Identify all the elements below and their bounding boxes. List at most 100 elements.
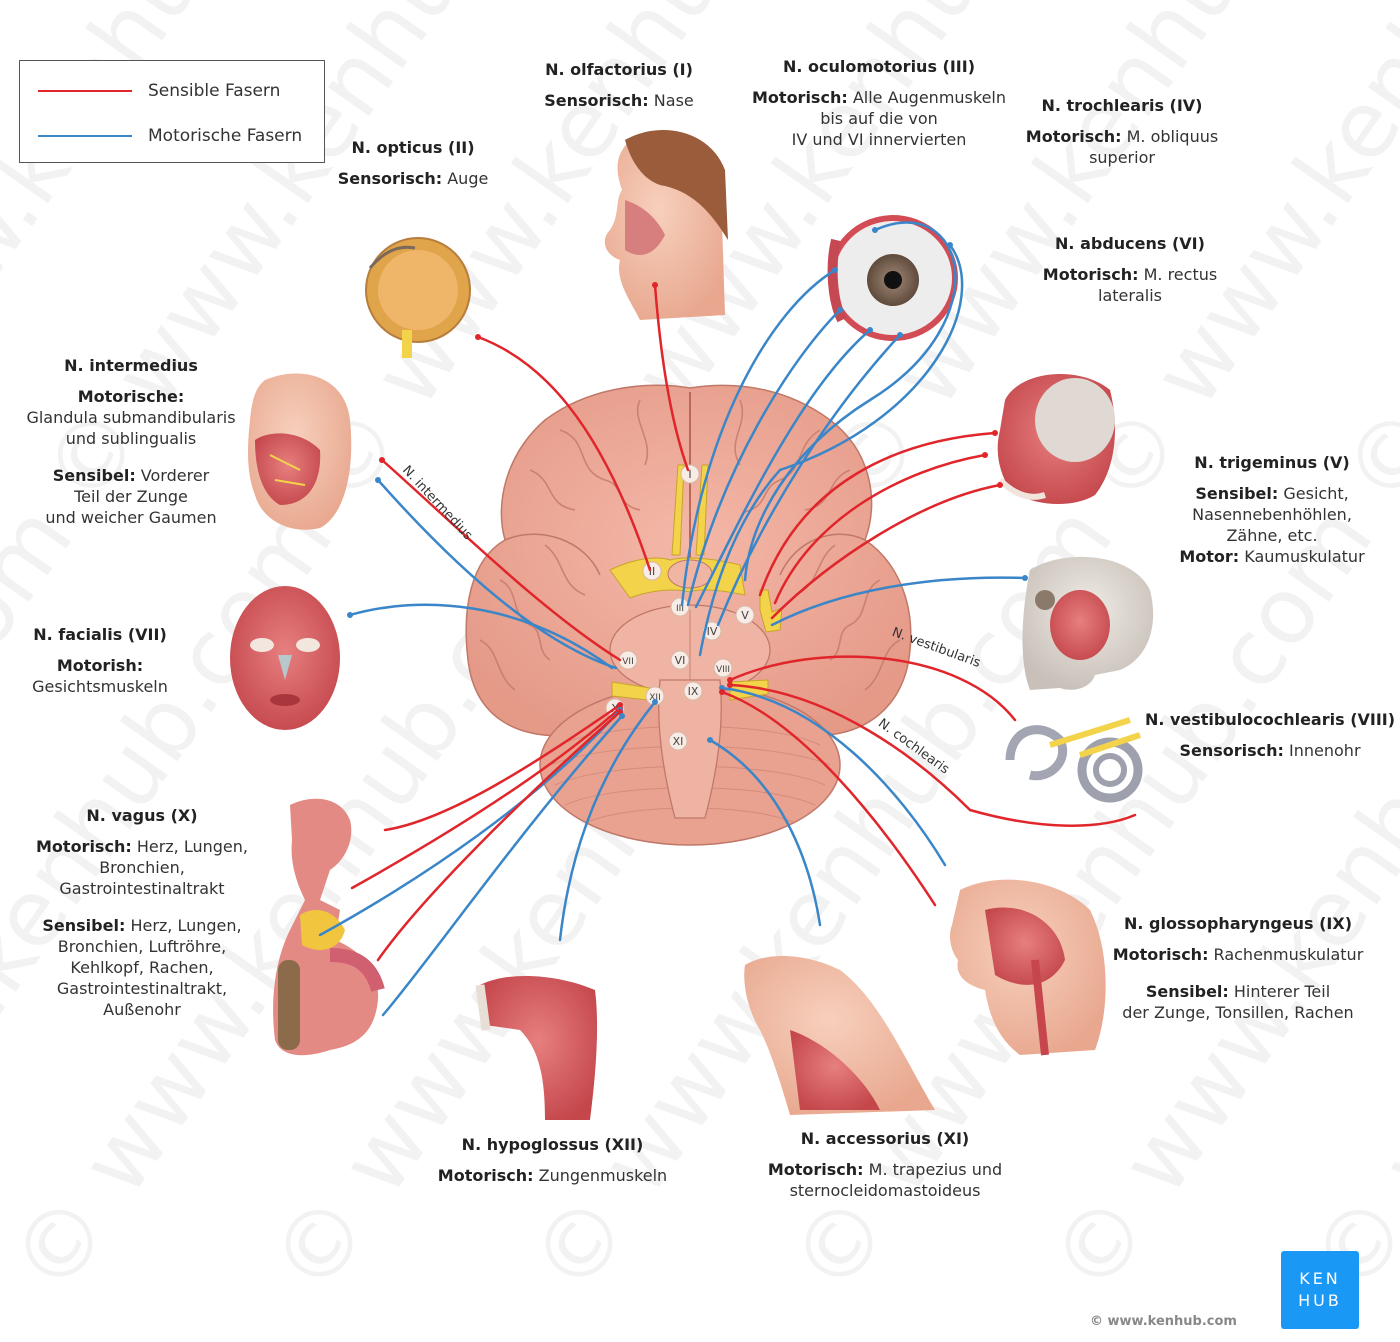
roman-marker-VI: VI [670, 650, 690, 670]
legend-label-sensory: Sensible Fasern [148, 81, 281, 101]
description-line: Bronchien, [99, 858, 185, 877]
illustration-vagus-organs [273, 798, 385, 1056]
fibre-end-dot [982, 452, 988, 458]
illustration-face-dissection [247, 373, 352, 530]
svg-text:I: I [688, 468, 691, 481]
illustration-inner-ear [1005, 717, 1143, 803]
description-line: Sensorisch: Nase [544, 91, 694, 110]
fibre-type-label: Sensibel: [1195, 484, 1279, 503]
nerve-title: N. glossopharyngeus (IX) [1123, 914, 1353, 933]
fibre-vagus-sensory-3 [376, 710, 622, 962]
illustration-skull [1022, 556, 1154, 690]
description-line: Motorisch: Rachenmuskulatur [1112, 945, 1364, 964]
nerve-title: N. hypoglossus (XII) [461, 1135, 644, 1154]
fibre-end-dot [992, 430, 998, 436]
description-line: Zähne, etc. [1226, 526, 1318, 545]
description-line: Sensibel: Gesicht, [1195, 484, 1349, 503]
svg-text:VII: VII [622, 657, 633, 667]
fibre-trigeminus-motor [770, 576, 1027, 627]
fibre-hypoglossus [558, 700, 657, 942]
fibre-opticus [476, 335, 652, 572]
description-line: Glandula submandibularis [26, 408, 236, 427]
illustration-head-nasal-cavity [604, 130, 728, 320]
logo-line-2: HUB [1298, 1291, 1342, 1310]
description-line: superior [1089, 148, 1155, 167]
fibre-type-label: Motorisch: [1025, 127, 1122, 146]
nerve-description: Motorisch: Rachenmuskulatur [1090, 944, 1386, 965]
illustration-pharynx [950, 879, 1106, 1056]
label-olfactorius: N. olfactorius (I) Sensorisch: Nase [519, 59, 719, 111]
fibre-oculomotorius-3 [694, 328, 872, 609]
roman-marker-VIII: VIII [713, 658, 733, 678]
description-line: Gastrointestinaltrakt, [56, 979, 228, 998]
description-line: Außenohr [103, 1000, 181, 1019]
legend-item-motor: Motorische Fasern [38, 126, 302, 146]
description-line: Gastrointestinaltrakt [59, 879, 225, 898]
fibre-end-dot [375, 477, 381, 483]
fibre-cochlearis [728, 683, 1137, 827]
description-line: bis auf die von [820, 109, 938, 128]
description-line: und sublingualis [65, 429, 197, 448]
fibre-olfactorius [653, 283, 690, 472]
fibre-type-label: Motorisch: [752, 88, 848, 107]
description-line: Motorish: [0, 655, 200, 676]
fibre-end-dot [837, 307, 843, 313]
roman-marker-V: V [735, 605, 755, 625]
description-line: Nasennebenhöhlen, [1192, 505, 1352, 524]
nerve-title: N. vagus (X) [86, 806, 198, 825]
fibre-type-label: Motorische: [77, 387, 185, 406]
kenhub-logo: KEN HUB [1281, 1251, 1359, 1329]
fibre-end-dot [832, 267, 838, 273]
legend-swatch-motor [38, 135, 132, 137]
label-opticus: N. opticus (II)Sensorisch: Auge [328, 137, 498, 189]
fibre-end-dot [347, 612, 353, 618]
label-oculomotorius: N. oculomotorius (III)Motorisch: Alle Au… [733, 56, 1025, 150]
fibre-end-dot [475, 334, 481, 340]
nerve-title: N. accessorius (XI) [800, 1129, 970, 1148]
fibre-end-dot [897, 332, 903, 338]
copyright-notice: © www.kenhub.com [1090, 1314, 1237, 1329]
legend-swatch-sensory [38, 90, 132, 92]
svg-text:XI: XI [673, 735, 684, 748]
fibre-vagus-motor-1 [318, 708, 622, 937]
fibre-type-label: Sensibel: [1145, 982, 1229, 1001]
nerve-description: Sensorisch: Innenohr [1140, 740, 1400, 761]
label-facialis: N. facialis (VII)Motorish:Gesichtsmuskel… [0, 624, 200, 697]
nerve-description: Motorisch: M. obliquus superior [1010, 126, 1234, 168]
fibre-oculomotorius-1 [686, 308, 842, 607]
description-line: Sensibel: Vorderer [52, 466, 210, 485]
fibre-type-label: Sensibel: [52, 466, 136, 485]
nerve-description: Sensibel: Herz, Lungen,Bronchien, Luftrö… [14, 915, 270, 1020]
legend-label-motor: Motorische Fasern [148, 126, 303, 146]
logo-line-1: KEN [1299, 1269, 1341, 1288]
fibre-type-label: Motorisch: [767, 1160, 864, 1179]
description-line: Gesichtsmuskeln [32, 677, 168, 696]
nerve-title: N. vestibulocochlearis (VIII) [1144, 710, 1396, 729]
description-line: Motor: Kaumuskulatur [1179, 547, 1365, 566]
description-line: lateralis [1098, 286, 1162, 305]
fibre-type-label: Motorisch: [36, 837, 132, 856]
description-line: der Zunge, Tonsillen, Rachen [1122, 1003, 1354, 1022]
description-line: Motorisch: M. obliquus [1025, 127, 1219, 146]
svg-text:II: II [649, 565, 656, 578]
description-line: sternocleidomastoideus [789, 1181, 981, 1200]
fibre-end-dot [872, 227, 878, 233]
roman-marker-VII: VII [618, 650, 638, 670]
label-vagus: N. vagus (X)Motorisch: Herz, Lungen,Bron… [14, 805, 270, 1020]
description-line: Teil der Zunge [74, 487, 188, 506]
label-accessorius: N. accessorius (XI) Motorisch: M. trapezi… [735, 1128, 1035, 1201]
svg-text:VI: VI [675, 654, 686, 667]
nerve-description: Motorische: Glandula submandibularis und s… [6, 386, 256, 449]
nerve-description: Sensorisch: Auge [328, 168, 498, 189]
fibre-end-dot [719, 689, 725, 695]
legend-item-sensory: Sensible Fasern [38, 81, 280, 101]
fibre-end-dot [619, 713, 625, 719]
nerve-title: N. olfactorius (I) [545, 60, 693, 79]
label-hypoglossus: N. hypoglossus (XII)Motorisch: Zungenmus… [420, 1134, 685, 1186]
